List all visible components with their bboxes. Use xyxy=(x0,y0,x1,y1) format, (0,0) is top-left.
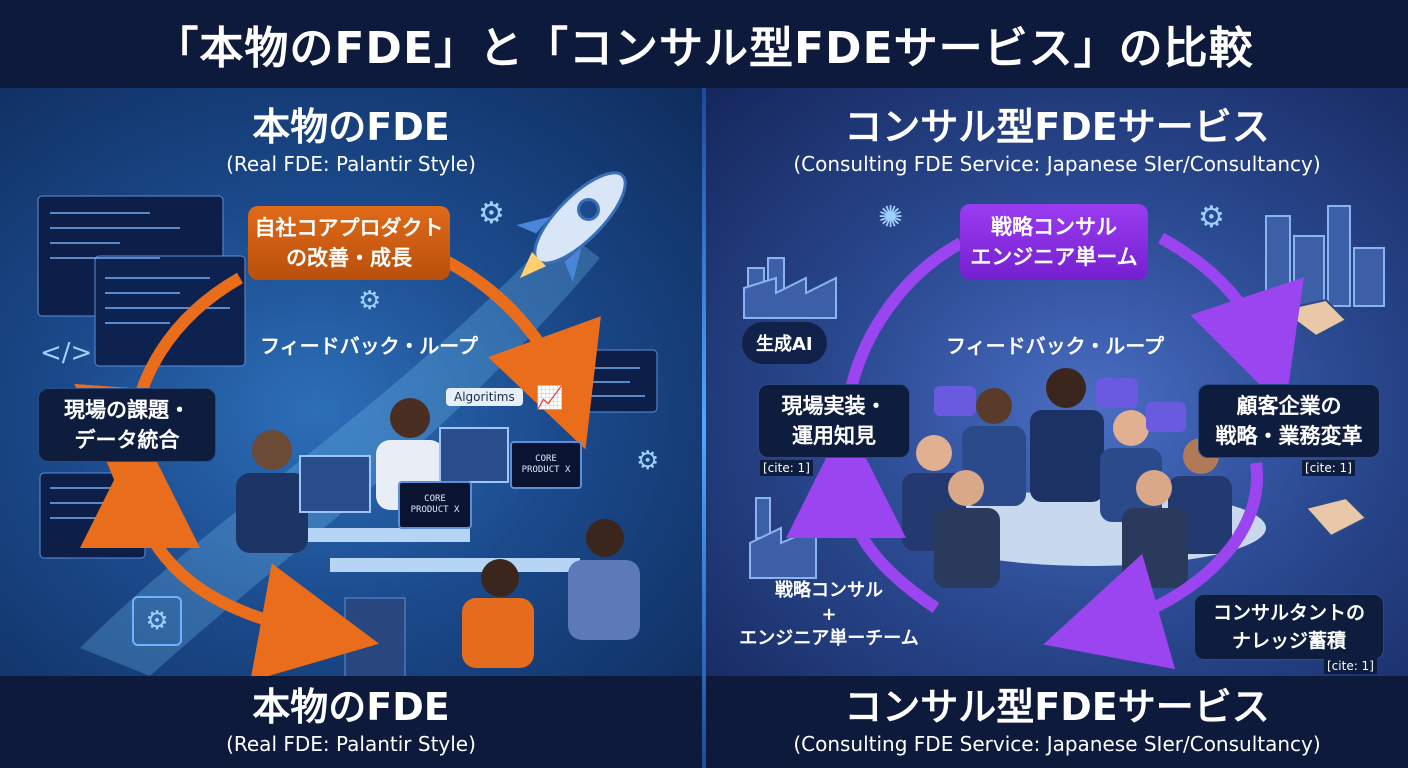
factory-icon xyxy=(743,257,837,319)
monitor xyxy=(299,455,371,513)
box-line: 顧客企業の xyxy=(1236,394,1342,418)
right-footer-title: コンサル型FDEサービス xyxy=(844,685,1270,729)
citation: [cite: 1] xyxy=(1302,460,1355,476)
right-title: コンサル型FDEサービス xyxy=(844,105,1270,149)
rocket-icon xyxy=(516,171,627,282)
person xyxy=(568,519,640,640)
right-title-block: コンサル型FDEサービス (Consulting FDE Service: Ja… xyxy=(706,104,1408,178)
gear-icon: ⚙ xyxy=(358,286,382,316)
left-footer-title: 本物のFDE xyxy=(252,685,450,729)
chat-icon xyxy=(934,386,976,416)
genai-bubble: 生成AI xyxy=(742,322,827,364)
factory-icon xyxy=(749,497,817,579)
algoritims-tag: Algoritims xyxy=(446,388,523,406)
box-line: 戦略コンサル xyxy=(991,215,1117,239)
box-line: コンサルタントの xyxy=(1212,602,1365,624)
left-footer-subtitle: (Real FDE: Palantir Style) xyxy=(226,732,476,756)
box-line: 戦略・業務変革 xyxy=(1215,424,1363,448)
right-footer-subtitle: (Consulting FDE Service: Japanese SIer/C… xyxy=(793,732,1321,756)
screen-line: PRODUCT X xyxy=(410,505,460,515)
left-title: 本物のFDE xyxy=(252,105,450,149)
gear-icon: ⚙ xyxy=(636,446,660,476)
client-transformation-box: 顧客企業の 戦略・業務変革 xyxy=(1198,384,1380,458)
box-line: ナレッジ蓄積 xyxy=(1231,630,1346,652)
center-divider xyxy=(702,88,706,768)
chart-icon: 📈 xyxy=(536,386,564,411)
box-line: 自社コアプロダクト xyxy=(254,216,444,240)
box-line: 現場実装・ xyxy=(781,394,887,418)
left-panel: 本物のFDE (Real FDE: Palantir Style) </> ⚙ … xyxy=(0,88,702,676)
screen-line: CORE xyxy=(535,454,557,464)
left-subtitle: (Real FDE: Palantir Style) xyxy=(226,152,476,176)
feedback-loop-label: フィードバック・ループ xyxy=(260,334,478,358)
knowledge-box: コンサルタントの ナレッジ蓄積 xyxy=(1194,594,1384,660)
code-icon: </> xyxy=(40,338,93,368)
right-illustration xyxy=(743,205,1385,670)
person xyxy=(934,470,1000,588)
feedback-loop-label: フィードバック・ループ xyxy=(946,334,1164,358)
combo-line: + xyxy=(821,604,837,625)
loop-arrow xyxy=(786,418,940,613)
citation: [cite: 1] xyxy=(760,460,813,476)
box-line: 運用知見 xyxy=(792,424,876,448)
light-trail xyxy=(80,228,600,676)
screen-line: CORE xyxy=(424,494,446,504)
team-combo-label: 戦略コンサル + エンジニア単ーチーム xyxy=(726,576,932,654)
box-line: の改善・成長 xyxy=(286,246,412,270)
right-subtitle: (Consulting FDE Service: Japanese SIer/C… xyxy=(793,152,1321,176)
pc-tower xyxy=(344,597,406,676)
box-line: データ統合 xyxy=(74,428,180,452)
box-line: エンジニア単ーム xyxy=(970,245,1138,269)
person xyxy=(236,430,308,553)
loop-arrow xyxy=(845,237,964,390)
field-implementation-box: 現場実装・ 運用知見 xyxy=(758,384,910,458)
chat-icon xyxy=(1096,378,1138,408)
loop-arrow xyxy=(1043,462,1264,670)
city-icon xyxy=(1265,205,1385,307)
code-window xyxy=(94,255,246,367)
combo-line: 戦略コンサル xyxy=(775,580,883,601)
box-line: 現場の課題・ xyxy=(64,398,190,422)
page-title: 「本物のFDE」と「コンサル型FDEサービス」の比較 xyxy=(154,23,1254,74)
citation: [cite: 1] xyxy=(1324,658,1377,674)
chat-icon xyxy=(1146,402,1186,432)
screen-line: PRODUCT X xyxy=(521,465,571,475)
gear-icon: ⚙ xyxy=(478,196,505,231)
monitor xyxy=(439,427,509,483)
person xyxy=(1030,368,1104,502)
header: 「本物のFDE」と「コンサル型FDEサービス」の比較 xyxy=(0,0,1408,88)
right-footer: コンサル型FDEサービス (Consulting FDE Service: Ja… xyxy=(706,676,1408,768)
person xyxy=(462,559,534,668)
combo-line: エンジニア単ーチーム xyxy=(739,628,919,649)
loop-arrow xyxy=(437,252,601,450)
right-panel: コンサル型FDEサービス (Consulting FDE Service: Ja… xyxy=(706,88,1408,676)
left-illustration xyxy=(37,171,658,676)
left-title-block: 本物のFDE (Real FDE: Palantir Style) xyxy=(0,104,702,178)
settings-icon: ⚙ xyxy=(132,596,182,646)
loop-arrow xyxy=(1158,232,1304,410)
product-improvement-box: 自社コアプロダクト の改善・成長 xyxy=(248,206,450,280)
loop-arrow xyxy=(80,428,201,549)
ai-icon: ✺ xyxy=(878,200,904,235)
strategy-consult-box: 戦略コンサル エンジニア単ーム xyxy=(960,204,1148,280)
field-issues-box: 現場の課題・ データ統合 xyxy=(38,388,216,462)
gear-icon: ⚙ xyxy=(1198,200,1225,235)
left-footer: 本物のFDE (Real FDE: Palantir Style) xyxy=(0,676,702,768)
desk xyxy=(330,558,580,572)
